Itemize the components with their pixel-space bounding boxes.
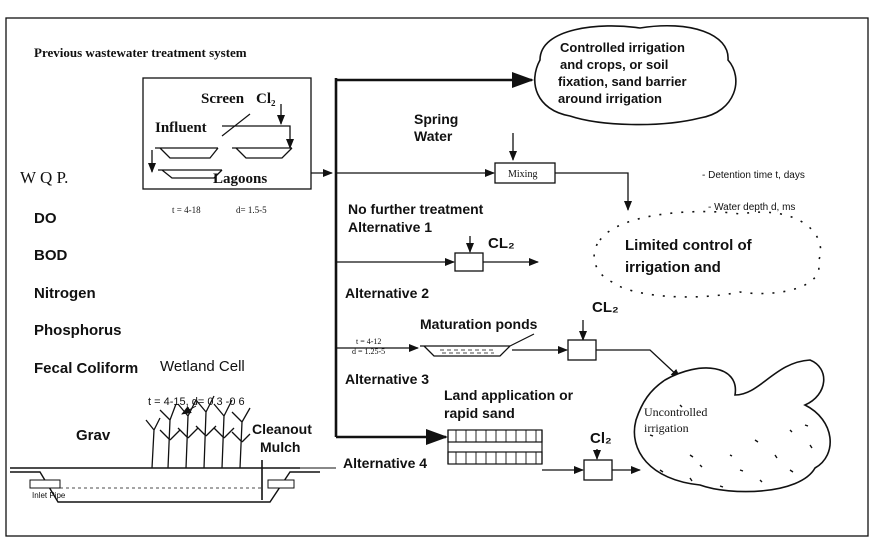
- alt4-cl-label: Cl₂: [590, 430, 612, 447]
- alt4-label: Alternative 4: [343, 455, 427, 471]
- limited-text: Limited control of: [625, 237, 753, 254]
- maturation-label: Maturation ponds: [420, 316, 538, 332]
- diagram-title: Previous wastewater treatment system: [34, 45, 247, 60]
- wetland-plants: [145, 395, 251, 469]
- cleanout-label: Cleanout: [252, 421, 312, 437]
- wqp-item: BOD: [34, 247, 68, 264]
- alt1-cl-label: CL₂: [488, 235, 515, 252]
- alt1-chlorine-box: [454, 252, 484, 272]
- inlet-pipe: [29, 479, 61, 489]
- land-application-label: rapid sand: [444, 405, 515, 421]
- screen-label: Screen: [201, 91, 245, 107]
- wetland-basin: [10, 467, 320, 503]
- lagoon-basin-2: [232, 147, 293, 159]
- mulch-label: Mulch: [260, 439, 300, 455]
- uncontrolled-text: irrigation: [644, 421, 689, 435]
- wqp-item: Phosphorus: [34, 322, 122, 339]
- alt1-label: Alternative 1: [348, 219, 432, 235]
- controlled-irrigation-cloud: Controlled irrigation and crops, or soil…: [533, 24, 737, 126]
- sand-filter: [447, 429, 543, 465]
- wqp-heading: W Q P.: [20, 168, 68, 187]
- alt2-chlorine-box: [567, 339, 597, 361]
- grav-label: Grav: [76, 427, 111, 444]
- outlet-pipe: [267, 479, 295, 489]
- lagoon-basin-3: [158, 169, 223, 179]
- lagoon-d-label: d= 1.5-5: [236, 205, 267, 215]
- lagoons-label: Lagoons: [213, 171, 267, 187]
- controlled-text: around irrigation: [558, 91, 662, 106]
- alt3-label: Alternative 3: [345, 371, 429, 387]
- lagoon-system: Screen Cl₂ Influent Lagoons t = 4-18 d= …: [142, 77, 333, 215]
- params-arrow: [181, 405, 197, 415]
- legend-detention: - Detention time t, days: [702, 170, 805, 181]
- wqp-item: Fecal Coliform: [34, 360, 138, 377]
- wetland-params: t = 4-15, d= 0 3 -0 6: [148, 396, 245, 408]
- lagoon-t-label: t = 4-18: [172, 205, 201, 215]
- no-further-treatment-label: No further treatment: [348, 201, 484, 217]
- uncontrolled-irrigation-blob: Uncontrolled irrigation: [633, 359, 831, 493]
- inlet-pipe-label: Inlet Pipe: [32, 491, 66, 500]
- wqp-list: W Q P. DO BOD Nitrogen Phosphorus Fecal …: [20, 168, 138, 377]
- limited-text: irrigation and: [625, 259, 721, 276]
- alt2-label: Alternative 2: [345, 285, 429, 301]
- wetland-title: Wetland Cell: [160, 358, 245, 375]
- controlled-text: fixation, sand barrier: [558, 74, 687, 89]
- outer-frame: [5, 17, 869, 537]
- limited-control-cloud: Limited control of irrigation and: [593, 210, 822, 298]
- mat-d-label: d = 1.25-5: [352, 347, 385, 356]
- mixing-label: Mixing: [508, 169, 537, 180]
- alt2-to-uncontrolled: [596, 349, 681, 379]
- spring-label: Spring: [414, 111, 458, 127]
- mixing-outflow: [555, 172, 632, 211]
- spring-label: Water: [414, 128, 453, 144]
- land-application-label: Land application or: [444, 387, 574, 403]
- lagoon-box: [142, 77, 312, 190]
- wqp-item: Nitrogen: [34, 285, 96, 302]
- lagoon-basin-1: [155, 147, 219, 159]
- alt4-chlorine-box: [583, 459, 613, 481]
- influent-label: Influent: [155, 120, 207, 136]
- mat-t-label: t = 4-12: [356, 337, 381, 346]
- cl2-label: Cl₂: [256, 91, 276, 107]
- wqp-item: DO: [34, 210, 57, 227]
- maturation-pond: [420, 333, 535, 357]
- wetland-cell: Wetland Cell t = 4-15, d= 0 3 -0 6 Grav …: [10, 358, 336, 503]
- uncontrolled-text: Uncontrolled: [644, 405, 707, 419]
- controlled-text: Controlled irrigation: [560, 40, 685, 55]
- legend-depth: - Water depth d, ms: [708, 202, 795, 213]
- flow-line: [222, 125, 294, 149]
- controlled-text: and crops, or soil: [560, 57, 668, 72]
- screen-bar: [221, 113, 251, 137]
- alt2-cl-label: CL₂: [592, 299, 619, 316]
